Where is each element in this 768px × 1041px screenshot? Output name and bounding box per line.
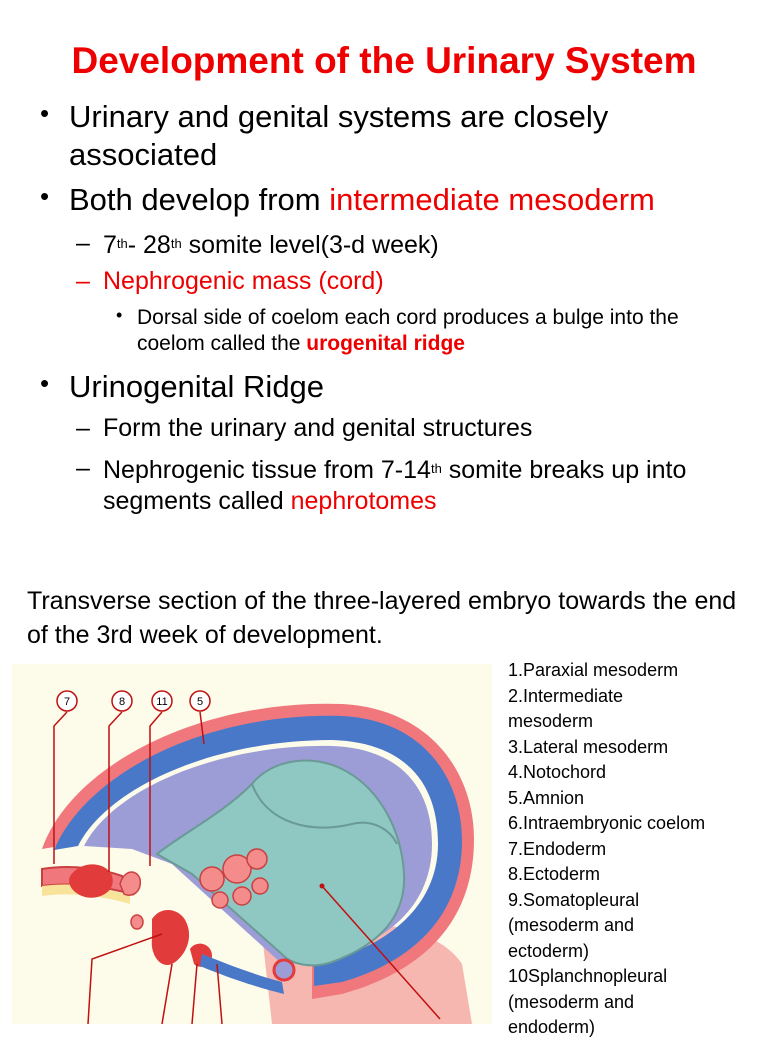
caption-text: Transverse section of the three-layered … (27, 587, 737, 649)
leader-line-coelom (321, 885, 441, 1020)
dash-marker: – (76, 229, 90, 257)
superscript: th (430, 461, 442, 476)
leader-line-5 (199, 711, 205, 745)
bullet-text: Nephrogenic mass (cord) (103, 267, 384, 295)
legend-item: 3.Lateral mesoderm (508, 736, 669, 757)
bullet-text: somite breaks up into segments called (103, 456, 687, 515)
callout-5-circle (189, 690, 211, 712)
leader-line-lower-3 (191, 963, 198, 1025)
leader-line-lower-2 (161, 963, 173, 1025)
blood-island (251, 877, 269, 895)
figure-caption: Transverse section of the three-layered … (27, 584, 747, 652)
notochord (130, 914, 144, 930)
bullet-text: Dorsal side of coelom each cord produces… (137, 306, 679, 355)
blood-island (211, 891, 229, 909)
legend-item: 10Splanchnopleural (508, 966, 668, 986)
legend-item: ectoderm) (508, 940, 590, 961)
legend-item: (mesoderm and (508, 991, 635, 1012)
coelom-cavity (272, 958, 296, 982)
intermediate-mesoderm-blob (119, 871, 141, 896)
bullet-text: Urinogenital Ridge (69, 369, 325, 404)
endoderm-fold (251, 783, 398, 845)
dash-marker: – (76, 267, 90, 295)
embryo-illustration: 7 8 11 5 (12, 664, 492, 1025)
superscript: th (170, 236, 182, 251)
callout-7-label: 7 (64, 696, 70, 708)
leader-line-lower-1 (87, 933, 163, 1025)
bullet-dot: • (116, 305, 123, 325)
legend-item: (mesoderm and (508, 915, 635, 935)
dash-marker: – (76, 414, 90, 442)
legend-item: 5.Amnion (508, 787, 585, 808)
blood-island (199, 866, 225, 892)
superscript: th (116, 236, 128, 251)
legend-item: 1.Paraxial mesoderm (508, 660, 679, 680)
highlight-intermediate-mesoderm: intermediate mesoderm (329, 182, 655, 217)
bullet-text: Nephrogenic tissue from 7-14 (103, 456, 431, 484)
callouts: 7 8 11 5 (56, 690, 211, 712)
pointer-dot (319, 883, 325, 889)
paraxial-mesoderm-blob (69, 864, 113, 898)
caption-period: . (375, 621, 383, 649)
somite-start: 7 (103, 231, 117, 259)
somite-text: somite level(3-d week) (181, 231, 439, 259)
callout-8-label: 8 (119, 696, 125, 708)
bullet-text: Urinary and genital systems are closely … (69, 99, 609, 172)
highlight-urogenital-ridge: urogenital ridge (306, 332, 465, 355)
embryo-cross-section-figure: 7 8 11 5 (12, 664, 492, 1025)
bullet-dot: • (40, 368, 50, 398)
legend-item: endoderm) (508, 1017, 596, 1037)
slide-title: Development of the Urinary System (71, 40, 697, 81)
callout-5-label: 5 (197, 696, 203, 708)
legend-item: mesoderm (508, 711, 594, 731)
dash-marker: – (76, 454, 90, 482)
blood-island (232, 886, 252, 906)
legend-item: 8.Ectoderm (508, 864, 601, 884)
callout-11-circle (151, 690, 173, 712)
callout-11-label: 11 (156, 696, 167, 708)
callout-8-circle (111, 690, 133, 712)
bullet-dot: • (40, 181, 50, 211)
endoderm-yolk-region (155, 759, 406, 967)
figure-legend: 1.Paraxial mesoderm 2.Intermediate mesod… (508, 658, 768, 1041)
legend-item: 6.Intraembryonic coelom (508, 813, 706, 833)
bullet-text: Form the urinary and genital structures (103, 414, 533, 442)
leader-line-8 (108, 711, 123, 872)
blood-island (222, 854, 252, 884)
legend-item: 7.Endoderm (508, 838, 607, 859)
legend-item: 2.Intermediate (508, 685, 624, 706)
bullet-text: Both develop from (69, 182, 330, 217)
callout-7-circle (56, 690, 78, 712)
lateral-mesoderm-blob (151, 909, 190, 965)
bullet-dot: • (40, 98, 50, 128)
somatopleure-fold (200, 954, 284, 994)
legend-item: 9.Somatopleural (508, 889, 640, 910)
leader-line-7 (53, 711, 68, 864)
leader-lines (53, 711, 441, 1025)
leader-line-lower-4 (216, 963, 223, 1025)
blood-island (246, 848, 268, 870)
somite-end: - 28 (127, 231, 171, 259)
legend-item: 4.Notochord (508, 762, 607, 782)
leader-line-11 (149, 711, 163, 866)
highlight-nephrotomes: nephrotomes (290, 487, 437, 515)
